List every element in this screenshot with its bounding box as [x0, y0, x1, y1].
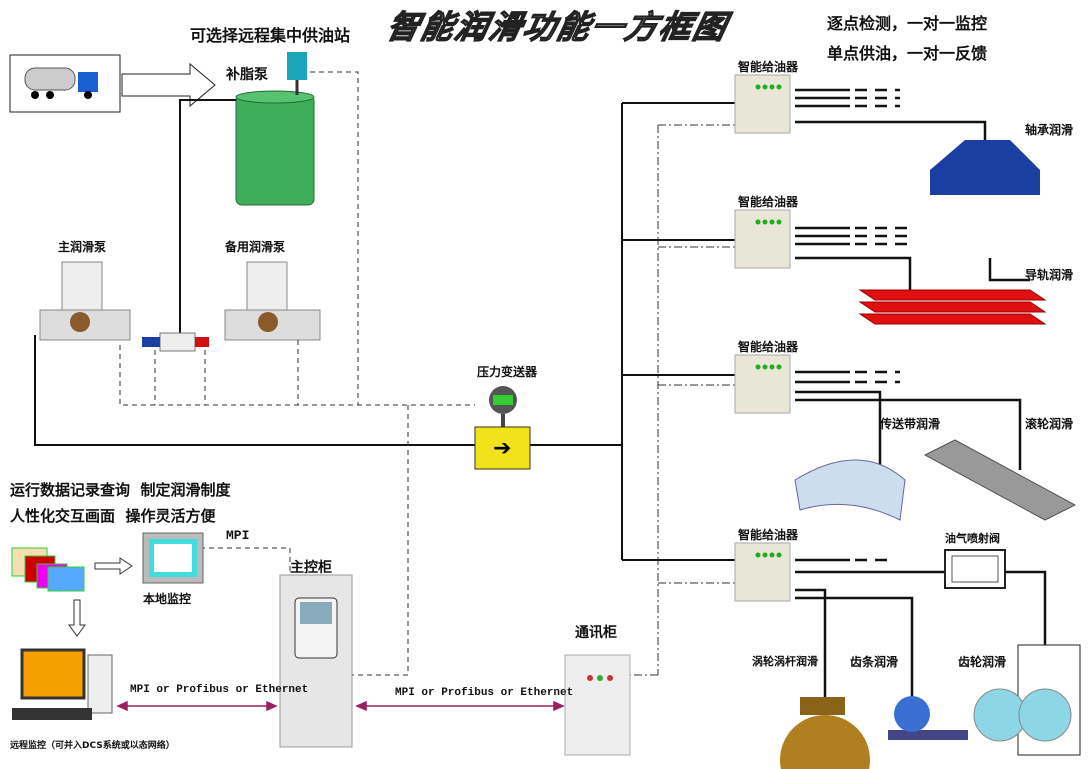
slogan-line-2: 单点供油，一对一反馈: [827, 44, 988, 63]
rack-icon: [888, 696, 968, 740]
remote-pc-icon: [12, 648, 113, 720]
grease-tank: [235, 94, 315, 206]
gear-label: 齿轮润滑: [958, 655, 1007, 669]
conveyor-label: 传送带润滑: [880, 417, 941, 431]
network-label-right: MPI or Profibus or Ethernet: [395, 687, 574, 699]
gear-icon-img: [973, 688, 1072, 742]
main-cabinet-label: 主控柜: [290, 560, 332, 576]
dispenser-label: 智能给油器: [738, 60, 799, 74]
mpi-label: MPI: [226, 528, 250, 543]
dispenser-label: 智能给油器: [738, 195, 799, 209]
network-label-left: MPI or Profibus or Ethernet: [130, 684, 309, 696]
main-cabinet-icon: [279, 574, 353, 748]
refill-pump-label: 补脂泵: [226, 67, 268, 83]
bearing-icon: [930, 140, 1040, 195]
pressure-transmitter-label: 压力变送器: [477, 365, 538, 379]
arrow-right: [94, 557, 133, 575]
guide-rail-label: 导轨润滑: [1025, 268, 1074, 282]
screen-thumbnails: [11, 547, 85, 592]
conveyor-icon: [794, 459, 906, 521]
pressure-transmitter-icon: ➔: [474, 386, 531, 470]
rack-label: 齿条润滑: [850, 655, 899, 669]
main-pump-icon: [39, 261, 131, 341]
local-monitor-label: 本地监控: [143, 592, 192, 606]
roller-conveyor-icon: [923, 439, 1077, 521]
slogan-line-1: 逐点检测，一对一监控: [827, 14, 988, 33]
roller-label: 滚轮润滑: [1025, 417, 1074, 431]
supply-arrow: [121, 62, 216, 108]
guide-rail-icon: [858, 289, 1047, 325]
comm-cabinet-icon: [564, 654, 631, 756]
truck-icon: [24, 67, 98, 99]
feature-line-1: 运行数据记录查询 制定润滑制度: [10, 481, 231, 499]
backup-pump-icon: [224, 261, 321, 341]
dispensers: [734, 74, 791, 602]
backup-pump-label: 备用润滑泵: [225, 240, 286, 254]
worm-gear-label: 涡轮涡杆润滑: [752, 655, 818, 668]
oil-air-valve-label: 油气喷射阀: [945, 532, 1000, 545]
comm-cabinet-label: 通讯柜: [575, 625, 617, 641]
main-pump-label: 主润滑泵: [58, 240, 107, 254]
remote-monitor-label: 远程监控（可并入DCS系统或以态网络）: [10, 741, 175, 751]
svg-text:➔: ➔: [493, 436, 511, 461]
diagram-title: 智能润滑功能一方框图: [383, 7, 732, 46]
worm-gear-icon: [780, 697, 870, 769]
feature-line-2: 人性化交互画面 操作灵活方便: [10, 507, 216, 525]
refill-pump-motor: [287, 52, 307, 80]
switch-valve-icon: [142, 332, 209, 352]
bearing-label: 轴承润滑: [1025, 123, 1074, 137]
dispenser-label: 智能给油器: [738, 340, 799, 354]
dispenser-label: 智能给油器: [738, 528, 799, 542]
arrow-down: [68, 599, 86, 637]
supply-station-label: 可选择远程集中供油站: [190, 26, 351, 45]
